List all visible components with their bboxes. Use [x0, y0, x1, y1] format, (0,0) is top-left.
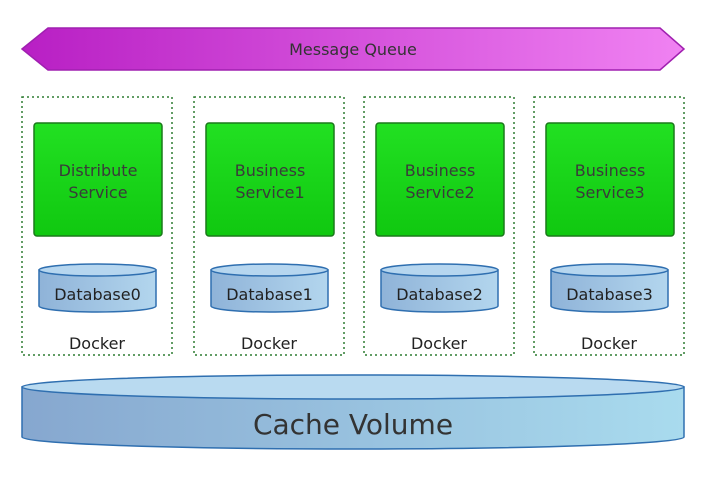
- database-cylinder-body: [550, 269, 669, 313]
- service-label-line2: Service3: [575, 183, 644, 202]
- service-box: [545, 122, 675, 237]
- service-label-line2: Service: [68, 183, 127, 202]
- database-label: Database2: [396, 285, 483, 304]
- database-cylinder-top: [550, 263, 669, 277]
- message-queue: Message Queue: [20, 27, 686, 71]
- service-box: [375, 122, 505, 237]
- service-box: [33, 122, 163, 237]
- service-label-line1: Business: [575, 161, 646, 180]
- service-label-line1: Business: [235, 161, 306, 180]
- docker-frame: [363, 96, 515, 356]
- cache-volume-body: [21, 386, 685, 450]
- database-label: Database1: [226, 285, 313, 304]
- message-queue-label: Message Queue: [289, 40, 417, 59]
- docker-frame: [193, 96, 345, 356]
- database-cylinder-body: [38, 269, 157, 313]
- database-cylinder-body: [380, 269, 499, 313]
- service-label-line1: Business: [405, 161, 476, 180]
- service-label-line1: Distribute: [59, 161, 138, 180]
- service-box: [205, 122, 335, 237]
- database-cylinder-top: [380, 263, 499, 277]
- database-label: Database0: [54, 285, 141, 304]
- docker-label: Docker: [581, 334, 637, 353]
- database-label: Database3: [566, 285, 653, 304]
- cache-volume: Cache Volume: [21, 374, 685, 450]
- database-cylinder-top: [38, 263, 157, 277]
- docker-frame: [533, 96, 685, 356]
- docker-label: Docker: [411, 334, 467, 353]
- cache-volume-top: [21, 374, 685, 400]
- cache-volume-label: Cache Volume: [253, 408, 453, 441]
- docker-label: Docker: [241, 334, 297, 353]
- docker-label: Docker: [69, 334, 125, 353]
- docker-frame: [21, 96, 173, 356]
- database-cylinder-body: [210, 269, 329, 313]
- service-label-line2: Service2: [405, 183, 474, 202]
- database-cylinder-top: [210, 263, 329, 277]
- message-queue-arrow: [20, 27, 686, 71]
- service-label-line2: Service1: [235, 183, 304, 202]
